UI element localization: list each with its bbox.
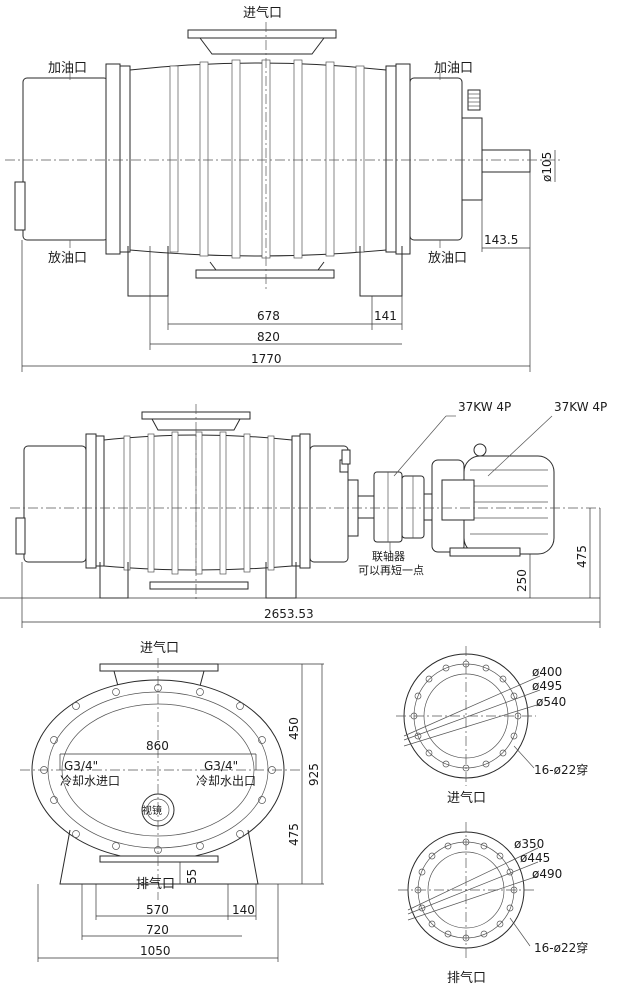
dim-925: 925 xyxy=(307,763,321,786)
coupling-label: 联轴器 xyxy=(372,549,405,563)
g34-left-label: G3/4" xyxy=(64,759,98,773)
end-view xyxy=(20,658,324,962)
end-outlet-label: 排气口 xyxy=(136,876,175,892)
outlet-flange-d490: ø490 xyxy=(532,867,562,881)
dim-720: 720 xyxy=(146,923,169,937)
inlet-flange-d400: ø400 xyxy=(532,665,562,679)
side-oil-fill-left-label: 加油口 xyxy=(48,61,87,76)
side-oil-drain-right-label: 放油口 xyxy=(428,251,467,266)
dim-shaft-ext: 143.5 xyxy=(484,233,518,247)
dim-1050: 1050 xyxy=(140,944,171,958)
inlet-flange-view xyxy=(396,646,541,786)
dim-141: 141 xyxy=(374,309,397,323)
coupling-note: 可以再短一点 xyxy=(358,563,424,577)
inlet-flange-holes: 16-ø22穿 xyxy=(534,762,588,777)
end-inlet-label: 进气口 xyxy=(140,640,179,656)
dim-860: 860 xyxy=(146,739,169,753)
motor-label-right: 37KW 4P xyxy=(554,400,607,414)
outlet-flange-caption: 排气口 xyxy=(447,970,486,986)
dim-55: 55 xyxy=(185,869,199,884)
dim-total-length: 2653.53 xyxy=(264,607,314,621)
cooling-water-inlet-label: 冷却水进口 xyxy=(60,774,120,788)
dim-475-end: 475 xyxy=(287,823,301,846)
outlet-flange-d445: ø445 xyxy=(520,851,550,865)
shaft-diameter-label: ø105 xyxy=(540,152,554,182)
dim-140: 140 xyxy=(232,903,255,917)
side-view xyxy=(5,22,560,372)
dim-570: 570 xyxy=(146,903,169,917)
dim-820: 820 xyxy=(257,330,280,344)
dim-678: 678 xyxy=(257,309,280,323)
dim-475-assembly: 475 xyxy=(575,545,589,568)
outlet-flange-view xyxy=(398,822,539,958)
inlet-flange-d495: ø495 xyxy=(532,679,562,693)
assembly-view xyxy=(0,404,601,628)
outlet-flange-holes: 16-ø22穿 xyxy=(534,940,588,955)
dim-1770: 1770 xyxy=(251,352,282,366)
sight-glass-label: 视镜 xyxy=(142,804,162,817)
g34-right-label: G3/4" xyxy=(204,759,238,773)
side-oil-drain-left-label: 放油口 xyxy=(48,251,87,266)
inlet-flange-d540: ø540 xyxy=(536,695,566,709)
side-oil-fill-right-label: 加油口 xyxy=(434,61,473,76)
cooling-water-outlet-label: 冷却水出口 xyxy=(196,774,256,788)
dim-250: 250 xyxy=(515,569,529,592)
side-inlet-label: 进气口 xyxy=(243,5,282,21)
motor-label-left: 37KW 4P xyxy=(458,400,511,414)
dim-450: 450 xyxy=(287,717,301,740)
outlet-flange-d350: ø350 xyxy=(514,837,544,851)
inlet-flange-caption: 进气口 xyxy=(447,790,486,806)
